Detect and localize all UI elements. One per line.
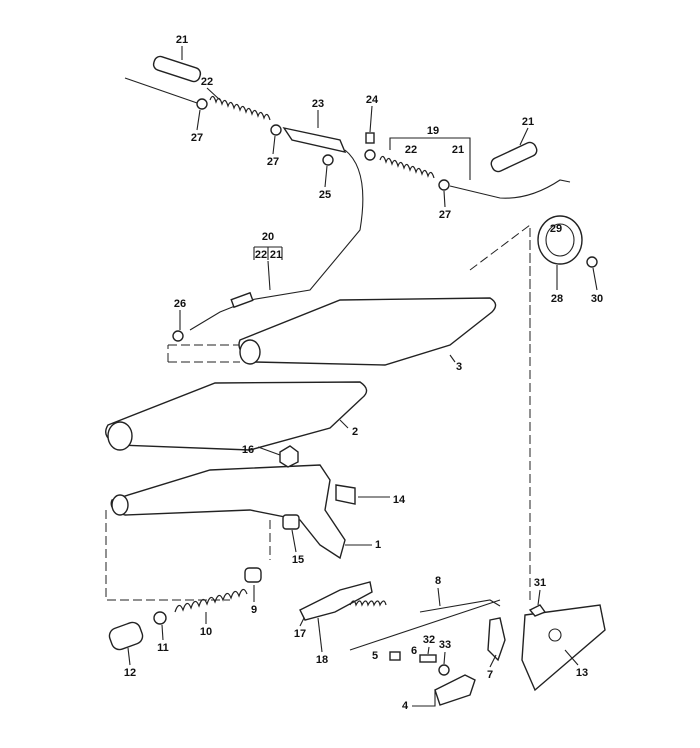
label-13: 13 (576, 667, 588, 679)
label-8: 8 (435, 575, 441, 587)
label-20: 20 (262, 231, 274, 243)
left-cable (124, 55, 375, 342)
label-22: 22 (405, 144, 417, 156)
label-12: 12 (124, 667, 136, 679)
bracket-4 (434, 674, 476, 706)
sector-13 (521, 604, 606, 692)
spring-10 (174, 588, 248, 613)
label-33: 33 (439, 639, 451, 651)
label-7: 7 (487, 669, 493, 681)
label-1: 1 (375, 539, 381, 551)
label-11: 11 (157, 642, 169, 654)
label-26: 26 (174, 298, 186, 310)
lever-1 (110, 464, 346, 560)
label-15: 15 (292, 554, 304, 566)
label-21: 21 (452, 144, 464, 156)
label-25: 25 (319, 189, 331, 201)
sleeve-12 (108, 621, 144, 651)
label-10: 10 (200, 626, 212, 638)
assembly-bracket-main (105, 240, 531, 601)
label-21: 21 (176, 34, 188, 46)
label-22: 22 (201, 76, 213, 88)
label-4: 4 (402, 700, 409, 712)
label-9: 9 (251, 604, 257, 616)
right-cable (364, 141, 571, 199)
label-6: 6 (411, 645, 417, 657)
label-21: 21 (270, 249, 282, 261)
label-14: 14 (393, 494, 406, 506)
label-2: 2 (352, 426, 358, 438)
lever-grip-3 (238, 297, 497, 366)
label-24: 24 (366, 94, 379, 106)
label-30: 30 (591, 293, 603, 305)
label-32: 32 (423, 634, 435, 646)
label-28: 28 (551, 293, 563, 305)
label-27: 27 (191, 132, 203, 144)
label-17: 17 (294, 628, 306, 640)
label-bracket (253, 246, 283, 260)
clamp (537, 215, 598, 268)
plate-17 (299, 581, 373, 621)
label-18: 18 (316, 654, 328, 666)
label-19: 19 (427, 125, 439, 137)
label-23: 23 (312, 98, 324, 110)
label-3: 3 (456, 361, 462, 373)
label-27: 27 (439, 209, 451, 221)
pawl-7 (487, 617, 506, 662)
rod-8 (419, 599, 501, 613)
leader-lines (127, 46, 598, 707)
label-22: 22 (255, 249, 267, 261)
label-21: 21 (522, 116, 534, 128)
lever-grip-2 (105, 381, 368, 451)
label-27: 27 (267, 156, 279, 168)
label-29: 29 (550, 223, 562, 235)
label-31: 31 (534, 577, 546, 589)
label-16: 16 (242, 444, 254, 456)
label-5: 5 (372, 650, 378, 662)
